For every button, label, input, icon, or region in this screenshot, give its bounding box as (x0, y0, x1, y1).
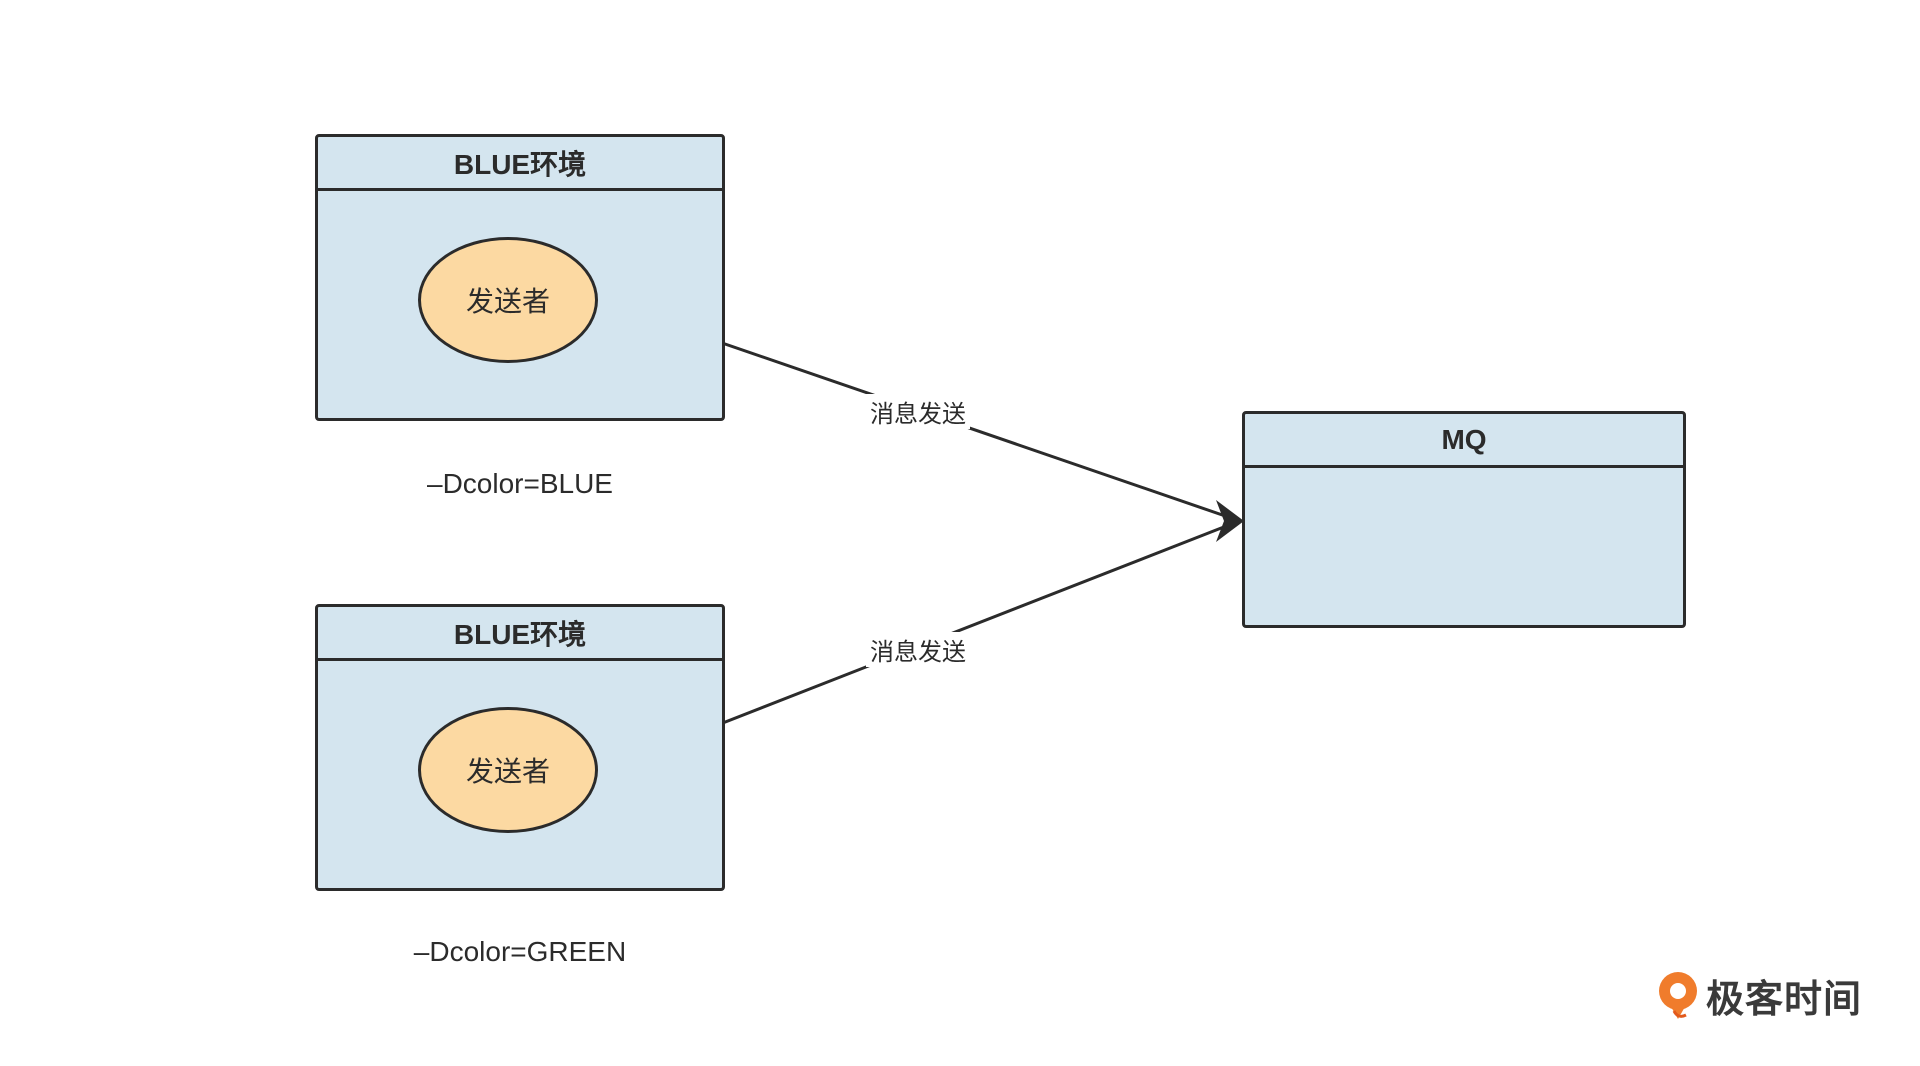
geektime-logo: 极客时间 (1656, 968, 1862, 1023)
geektime-logo-icon (1659, 971, 1697, 1019)
green-sender-node: 发送者 (418, 707, 598, 833)
mq-box: MQ (1242, 411, 1686, 628)
blue-sender-node: 发送者 (418, 237, 598, 363)
green-environment-box: BLUE环境 发送者 (315, 604, 725, 891)
blue-environment-box: BLUE环境 发送者 (315, 134, 725, 421)
arrowhead-icon (1216, 500, 1244, 542)
edge-label-green: 消息发送 (866, 632, 970, 667)
blue-environment-caption: –Dcolor=BLUE (427, 468, 613, 499)
logo-text: 极客时间 (1706, 979, 1863, 1021)
mq-title: MQ (1245, 414, 1683, 468)
blue-environment-title: BLUE环境 (318, 137, 722, 191)
edge-label-blue: 消息发送 (866, 394, 970, 429)
green-environment-caption: –Dcolor=GREEN (413, 936, 627, 967)
green-environment-title: BLUE环境 (318, 607, 722, 661)
